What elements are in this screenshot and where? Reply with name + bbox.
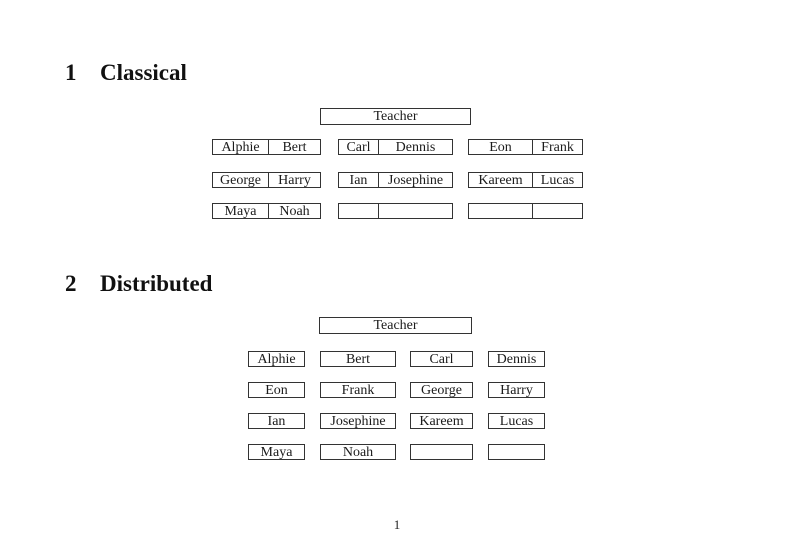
student-cell: Bert: [268, 140, 320, 154]
student-cell: [339, 204, 378, 218]
student-box: Frank: [320, 382, 396, 398]
desk-pair-empty: [338, 203, 453, 219]
section-heading-classical: 1 Classical: [65, 61, 187, 85]
desk-pair: Alphie Bert: [212, 139, 321, 155]
student-box: Maya: [248, 444, 305, 460]
student-cell: Lucas: [532, 173, 582, 187]
student-box-empty: [410, 444, 473, 460]
student-cell: Josephine: [378, 173, 452, 187]
teacher-label: Teacher: [373, 317, 418, 333]
student-cell: Alphie: [221, 139, 260, 155]
student-cell: Eon: [489, 139, 512, 155]
student-cell: Kareem: [478, 172, 523, 188]
student-cell: Carl: [346, 139, 371, 155]
teacher-box: Teacher: [319, 317, 472, 334]
student-box: Bert: [320, 351, 396, 367]
student-box: Harry: [488, 382, 545, 398]
student-box: Alphie: [248, 351, 305, 367]
section-heading-distributed: 2 Distributed: [65, 272, 212, 296]
teacher-label: Teacher: [373, 108, 418, 124]
teacher-box: Teacher: [320, 108, 471, 125]
student-box: Josephine: [320, 413, 396, 429]
section-number: 2: [65, 271, 77, 296]
student-box-empty: [488, 444, 545, 460]
page-number: 1: [393, 517, 401, 532]
student-cell: [469, 204, 532, 218]
section-number: 1: [65, 60, 77, 85]
student-cell: Dennis: [378, 140, 452, 154]
desk-pair: Kareem Lucas: [468, 172, 583, 188]
student-cell: George: [220, 172, 261, 188]
student-cell: Ian: [349, 172, 368, 188]
student-cell: Frank: [532, 140, 582, 154]
desk-pair: George Harry: [212, 172, 321, 188]
desk-pair: Maya Noah: [212, 203, 321, 219]
student-box: Ian: [248, 413, 305, 429]
student-box: Carl: [410, 351, 473, 367]
student-box: Kareem: [410, 413, 473, 429]
student-cell: Maya: [224, 203, 257, 219]
section-title: Classical: [100, 60, 187, 85]
student-cell: [378, 204, 452, 218]
student-cell: Harry: [268, 173, 320, 187]
student-box: Eon: [248, 382, 305, 398]
desk-pair: Carl Dennis: [338, 139, 453, 155]
student-box: Dennis: [488, 351, 545, 367]
student-box: Noah: [320, 444, 396, 460]
section-title: Distributed: [100, 271, 213, 296]
desk-pair: Eon Frank: [468, 139, 583, 155]
desk-pair: Ian Josephine: [338, 172, 453, 188]
student-box: George: [410, 382, 473, 398]
student-cell: [532, 204, 582, 218]
student-box: Lucas: [488, 413, 545, 429]
desk-pair-empty: [468, 203, 583, 219]
student-cell: Noah: [268, 204, 320, 218]
